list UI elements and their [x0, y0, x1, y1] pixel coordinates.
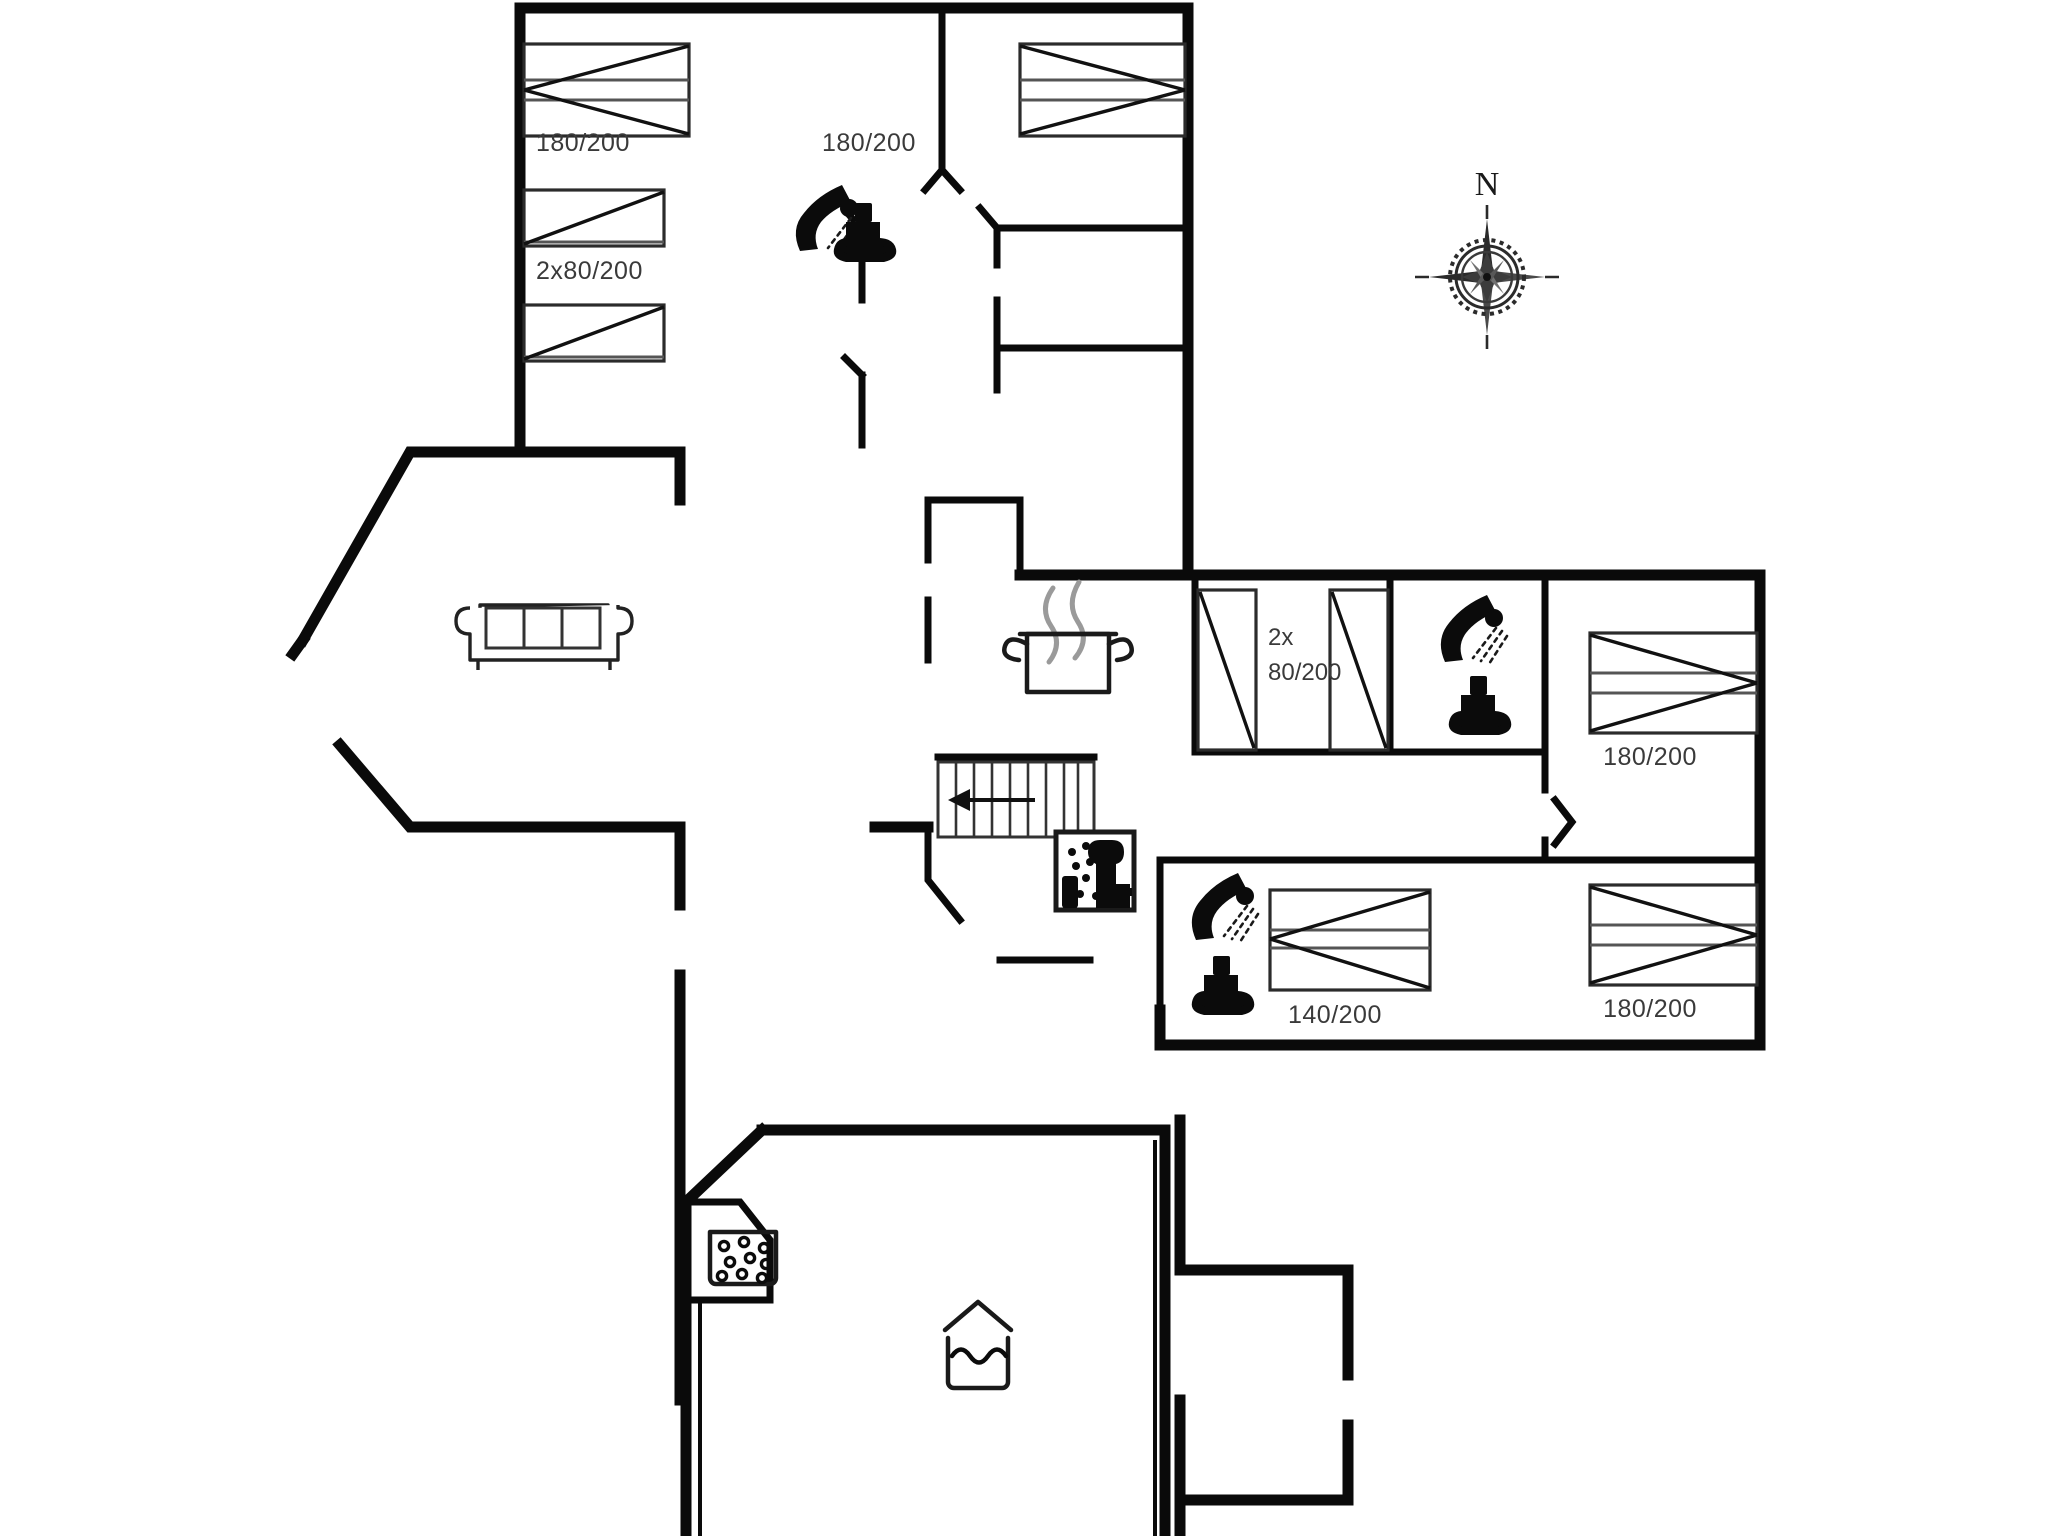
bed-mid-bunk-left — [1196, 588, 1258, 752]
living-room-walls — [285, 446, 686, 1406]
bed-east-lower-double — [1588, 883, 1759, 987]
bed-label-east-lower: 180/200 — [1603, 995, 1697, 1023]
bed-east-upper-double — [1588, 631, 1759, 735]
bed-label-nw-double: 180/200 — [536, 129, 630, 157]
toilet-icon-south — [1191, 956, 1255, 1015]
whirlpool-icon — [707, 1229, 779, 1287]
bed-ne-double — [1018, 42, 1187, 138]
bed-mid-bunk-right — [1328, 588, 1390, 752]
toilet-icon-east — [1448, 676, 1512, 735]
bed-nw-twin-upper — [522, 188, 666, 248]
east-wing-walls — [1154, 569, 1766, 1051]
bed-label-nw-twin: 2x80/200 — [536, 257, 643, 285]
indoor-pool-icon — [942, 1299, 1014, 1391]
sofa-icon — [454, 603, 634, 670]
bed-label-south-double: 140/200 — [1288, 1001, 1382, 1029]
bed-nw-twin-lower — [522, 303, 666, 363]
cooking-pot-icon — [1002, 579, 1134, 695]
bed-label-mid-bunk-size: 80/200 — [1268, 659, 1341, 686]
compass-rose-icon: N — [1415, 166, 1559, 349]
bed-label-mid-bunk-count: 2x — [1268, 624, 1293, 651]
bed-label-ne-double: 180/200 — [822, 129, 916, 157]
bed-label-east-upper: 180/200 — [1603, 743, 1697, 771]
central-hall-walls — [869, 389, 1194, 964]
sauna-icon — [1053, 829, 1137, 913]
toilet-icon-north — [833, 203, 897, 262]
bed-south-double — [1268, 888, 1432, 992]
shower-icon-east — [1440, 595, 1509, 666]
shower-icon-south — [1191, 873, 1260, 944]
stairs-icon[interactable] — [934, 753, 1098, 839]
pool-wing-walls — [678, 1114, 1354, 1536]
compass-north-label: N — [1475, 166, 1500, 203]
bed-nw-double — [522, 42, 691, 138]
